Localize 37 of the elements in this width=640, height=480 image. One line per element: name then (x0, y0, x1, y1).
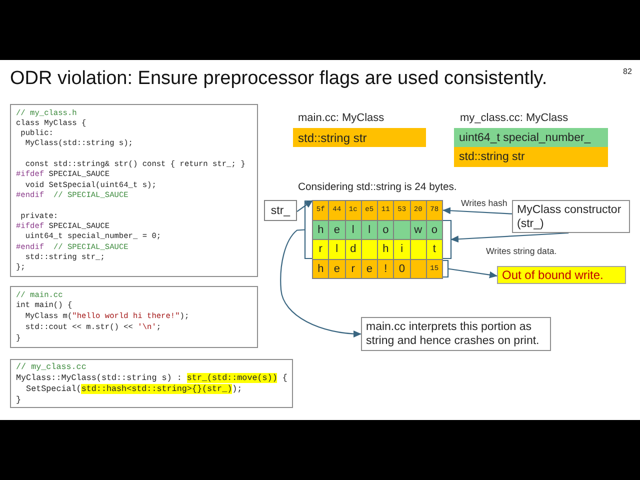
code-block (10, 104, 258, 277)
byte-cell: e (360, 258, 378, 279)
memory-row (312, 258, 443, 279)
arrow (450, 232, 569, 243)
byte-cell: e (328, 258, 346, 279)
arrow (442, 207, 512, 214)
slide-title: ODR violation: Ensure preprocessor flags are used consistently. (10, 68, 548, 90)
callout-box: MyClass constructor (str_) (512, 200, 630, 233)
arrow (448, 268, 498, 278)
code-line: } (16, 395, 22, 407)
code-block (10, 359, 293, 408)
note-text: Considering std::string is 24 bytes. (298, 182, 457, 194)
layout-heading: main.cc: MyClass (298, 112, 384, 124)
page-number: 82 (623, 67, 632, 77)
arrow (296, 200, 313, 212)
member-bar: std::string str (454, 147, 608, 167)
memory-row (312, 239, 443, 260)
code-block (10, 286, 258, 348)
member-bar: std::string str (293, 128, 426, 147)
code-line: MyClass::MyClass(std::string s) : str_(std::move(s)) { (16, 372, 288, 384)
layout-heading: my_class.cc: MyClass (460, 112, 568, 124)
member-bar: uint64_t special_number_ (454, 128, 608, 147)
byte-cell: r (344, 258, 362, 279)
code-line: // my_class.cc (16, 362, 86, 373)
byte-cell: h (312, 258, 330, 279)
arrow (280, 229, 362, 338)
memory-row (312, 200, 443, 220)
variable-box: str_ (264, 200, 297, 221)
memory-row (312, 220, 443, 240)
byte-cell: ! (377, 258, 394, 279)
byte-cell: 0 (393, 258, 410, 279)
byte-cell (410, 258, 427, 279)
warning-box: Out of bound write. (497, 266, 626, 284)
edge-label: Writes string data. (486, 246, 557, 256)
code-line: SetSpecial(std::hash<std::string>{}(str_)); (25, 384, 242, 396)
callout-box: main.cc interprets this portion as string and hence crashes on print. (361, 317, 551, 351)
edge-label: Writes hash (461, 198, 508, 208)
